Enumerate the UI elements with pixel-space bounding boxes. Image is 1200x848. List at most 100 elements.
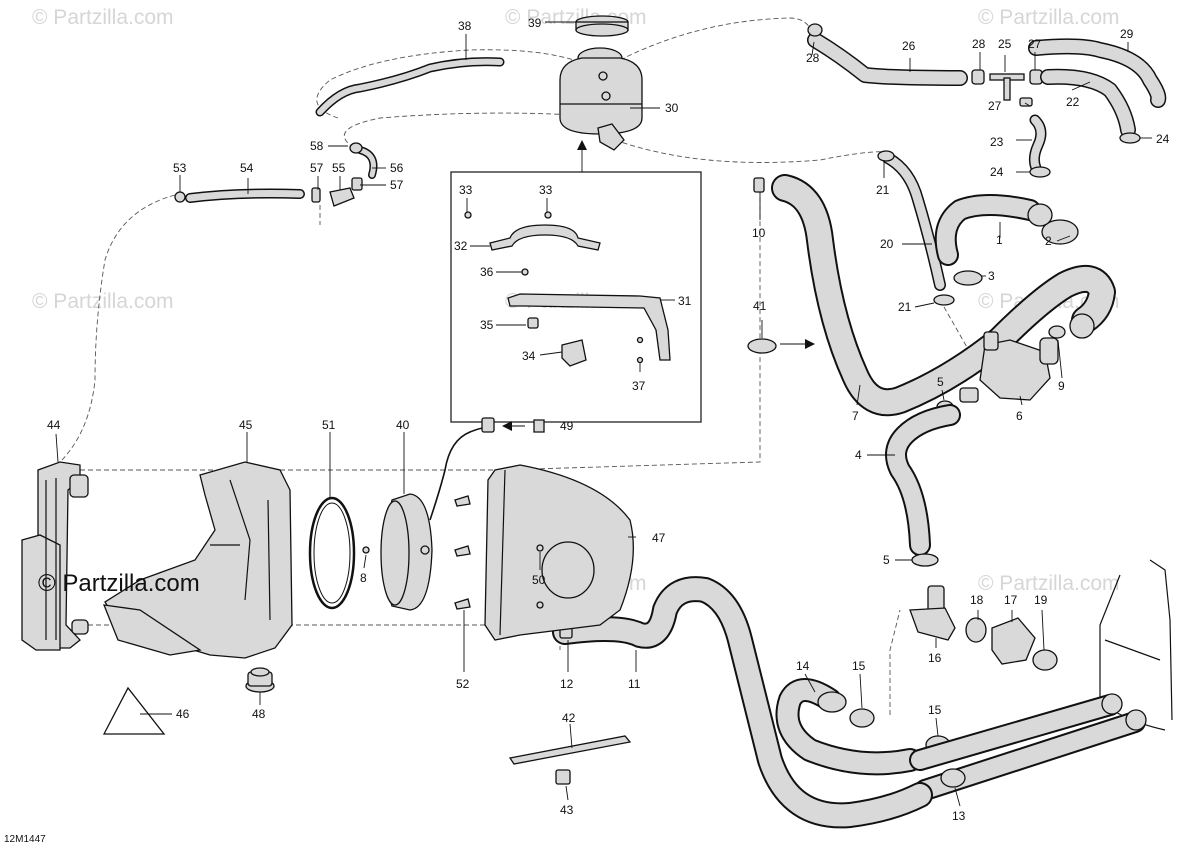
callout-30: 30	[665, 101, 679, 115]
callout-26: 26	[902, 39, 916, 53]
callout-15: 15	[928, 703, 942, 717]
callout-33: 33	[459, 183, 473, 197]
part-13-hose	[909, 693, 1147, 801]
part-41-clamp	[747, 338, 777, 354]
diagram-code: 12M1447	[4, 834, 46, 845]
part-14-hose	[775, 678, 922, 776]
callout-6: 6	[1016, 409, 1023, 423]
callout-44: 44	[47, 418, 61, 432]
callout-53: 53	[173, 161, 187, 175]
part-42-strap	[508, 735, 632, 785]
watermark-main: © Partzilla.com	[38, 570, 200, 597]
callout-40: 40	[396, 418, 410, 432]
part-6-thermostat-housing	[959, 325, 1066, 403]
part-46-warning-label	[102, 686, 166, 735]
callout-54: 54	[240, 161, 254, 175]
watermark: © Partzilla.com	[32, 6, 174, 29]
callout-42: 42	[562, 711, 576, 725]
part-20-hose	[877, 150, 955, 306]
callout-38: 38	[458, 19, 472, 33]
callout-24: 24	[990, 165, 1004, 179]
part-1-hose	[934, 194, 1079, 266]
callout-28: 28	[806, 51, 820, 65]
callout-22: 22	[1066, 95, 1080, 109]
callout-14: 14	[796, 659, 810, 673]
callout-39: 39	[528, 16, 542, 30]
callout-36: 36	[480, 265, 494, 279]
callout-12: 12	[560, 677, 574, 691]
part-4-hose	[885, 404, 961, 567]
callout-58: 58	[310, 139, 324, 153]
callout-51: 51	[322, 418, 336, 432]
callout-34: 34	[522, 349, 536, 363]
callout-48: 48	[252, 707, 266, 721]
callout-10: 10	[752, 226, 766, 240]
callout-43: 43	[560, 803, 574, 817]
part-30-reservoir	[559, 47, 643, 151]
part-7-hose	[771, 174, 1116, 417]
callout-1: 1	[996, 233, 1003, 247]
callout-5: 5	[937, 375, 944, 389]
part-45-shroud	[102, 461, 293, 659]
callout-57: 57	[390, 178, 404, 192]
part-18-clamp	[965, 617, 987, 643]
part-48-grommet	[245, 667, 275, 693]
callout-2: 2	[1045, 234, 1052, 248]
callout-7: 7	[852, 409, 859, 423]
part-44-radiator	[21, 461, 89, 651]
part-54-hose	[174, 188, 305, 203]
callout-21: 21	[898, 300, 912, 314]
callout-25: 25	[998, 37, 1012, 51]
part-51-gasket	[308, 496, 356, 610]
callout-37: 37	[632, 379, 646, 393]
callout-28: 28	[972, 37, 986, 51]
callout-27: 27	[988, 99, 1002, 113]
callout-31: 31	[678, 294, 692, 308]
callout-11: 11	[628, 677, 641, 691]
callout-47: 47	[652, 531, 666, 545]
callout-23: 23	[990, 135, 1004, 149]
callout-16: 16	[928, 651, 942, 665]
part-10-clamp	[753, 177, 765, 193]
callout-9: 9	[1058, 379, 1065, 393]
callout-4: 4	[855, 448, 862, 462]
callout-52: 52	[456, 677, 470, 691]
watermark: © Partzilla.com	[978, 572, 1120, 595]
part-52-screws	[454, 495, 471, 610]
callout-21: 21	[876, 183, 890, 197]
part-55-fittings	[311, 142, 378, 207]
part-11-hose	[552, 576, 933, 829]
callout-46: 46	[176, 707, 190, 721]
callout-41: 41	[753, 299, 767, 313]
callout-35: 35	[480, 318, 494, 332]
part-39-cap	[575, 15, 629, 37]
callout-50: 50	[532, 573, 546, 587]
watermark: © Partzilla.com	[32, 290, 174, 313]
part-19-clamp	[1032, 649, 1058, 671]
callout-57: 57	[310, 161, 324, 175]
callout-labels: 38 39 30 28 26 28 25 27 29 22 27 23 24 2…	[47, 16, 1170, 823]
callout-49: 49	[560, 419, 574, 433]
callout-17: 17	[1004, 593, 1018, 607]
callout-5: 5	[883, 553, 890, 567]
callout-55: 55	[332, 161, 346, 175]
part-47-cover	[484, 464, 634, 641]
part-22-hose	[1040, 68, 1141, 144]
part-8-screw	[362, 546, 370, 554]
bracket-detail-box	[450, 140, 702, 423]
callout-32: 32	[454, 239, 468, 253]
part-38-hose	[315, 57, 505, 117]
callout-15: 15	[852, 659, 866, 673]
part-16-fitting	[909, 585, 956, 641]
part-29-hose	[1028, 38, 1167, 108]
callout-56: 56	[390, 161, 404, 175]
callout-8: 8	[360, 571, 367, 585]
part-25-tee-fitting	[971, 69, 1043, 107]
callout-13: 13	[952, 809, 966, 823]
callout-33: 33	[539, 183, 553, 197]
watermark: © Partzilla.com	[978, 6, 1120, 29]
part-17-coupler	[991, 617, 1036, 665]
callout-24: 24	[1156, 132, 1170, 146]
callout-19: 19	[1034, 593, 1048, 607]
